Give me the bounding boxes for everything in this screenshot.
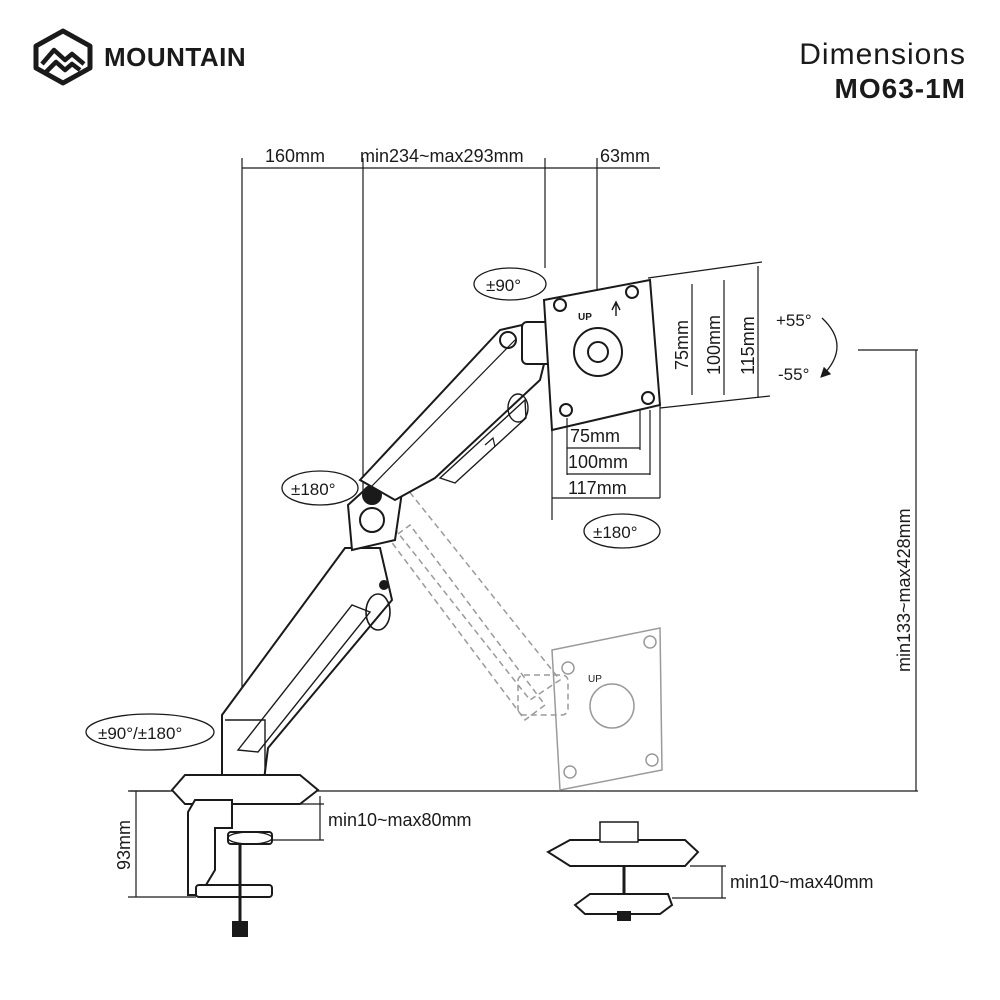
grommet-dimensions bbox=[672, 865, 726, 899]
vesa-vertical-dimensions bbox=[647, 261, 771, 409]
vesa-v-75-label: 75mm bbox=[672, 320, 692, 370]
vesa-h-100-label: 100mm bbox=[568, 452, 628, 472]
tilt-down-label: -55° bbox=[778, 365, 809, 384]
vesa-horizontal-dimensions bbox=[551, 406, 661, 520]
top-dimension-lines bbox=[241, 158, 660, 712]
svg-text:±90°: ±90° bbox=[486, 276, 521, 295]
desk-clamp bbox=[170, 774, 320, 937]
page-title: Dimensions bbox=[799, 38, 966, 71]
title-block: Dimensions MO63-1M bbox=[799, 38, 966, 105]
brand-name: MOUNTAIN bbox=[104, 41, 247, 72]
upper-arm bbox=[358, 321, 561, 502]
clamp-height-label: 93mm bbox=[114, 820, 134, 870]
angle-badge-rotation: ±180° bbox=[583, 513, 661, 549]
brand-logo: MOUNTAIN bbox=[32, 28, 246, 86]
clamp-desk-thickness-label: min10~max80mm bbox=[328, 810, 472, 830]
vesa-plate bbox=[542, 278, 662, 432]
mountain-logo-icon bbox=[33, 28, 93, 86]
arm-base-offset-label: 160mm bbox=[265, 146, 325, 166]
height-range-label: min133~max428mm bbox=[894, 508, 914, 672]
model-number: MO63-1M bbox=[834, 72, 966, 104]
tilt-up-label: +55° bbox=[776, 311, 812, 330]
tilt-angles: +55° -55° bbox=[776, 311, 838, 384]
angle-badge-elbow: ±180° bbox=[281, 470, 359, 506]
vesa-v-115-label: 115mm bbox=[738, 316, 758, 375]
svg-text:±180°: ±180° bbox=[593, 523, 638, 542]
clamp-dimensions bbox=[128, 790, 324, 898]
angle-badge-base: ±90°/±180° bbox=[85, 713, 215, 751]
ghost-up-label: UP bbox=[588, 674, 602, 685]
tilt-offset-label: 63mm bbox=[600, 146, 650, 166]
vesa-v-100-label: 100mm bbox=[704, 315, 724, 375]
svg-text:±90°/±180°: ±90°/±180° bbox=[98, 724, 182, 743]
lower-arm bbox=[221, 547, 394, 781]
vesa-h-75-label: 75mm bbox=[570, 426, 620, 446]
angle-badge-swivel-head: ±90° bbox=[473, 267, 547, 301]
up-label: UP bbox=[578, 312, 592, 323]
svg-text:±180°: ±180° bbox=[291, 480, 336, 499]
grommet-desk-thickness-label: min10~max40mm bbox=[730, 872, 874, 892]
arm-reach-label: min234~max293mm bbox=[360, 146, 524, 166]
vesa-h-117-label: 117mm bbox=[568, 478, 627, 498]
grommet-mount bbox=[546, 821, 700, 921]
